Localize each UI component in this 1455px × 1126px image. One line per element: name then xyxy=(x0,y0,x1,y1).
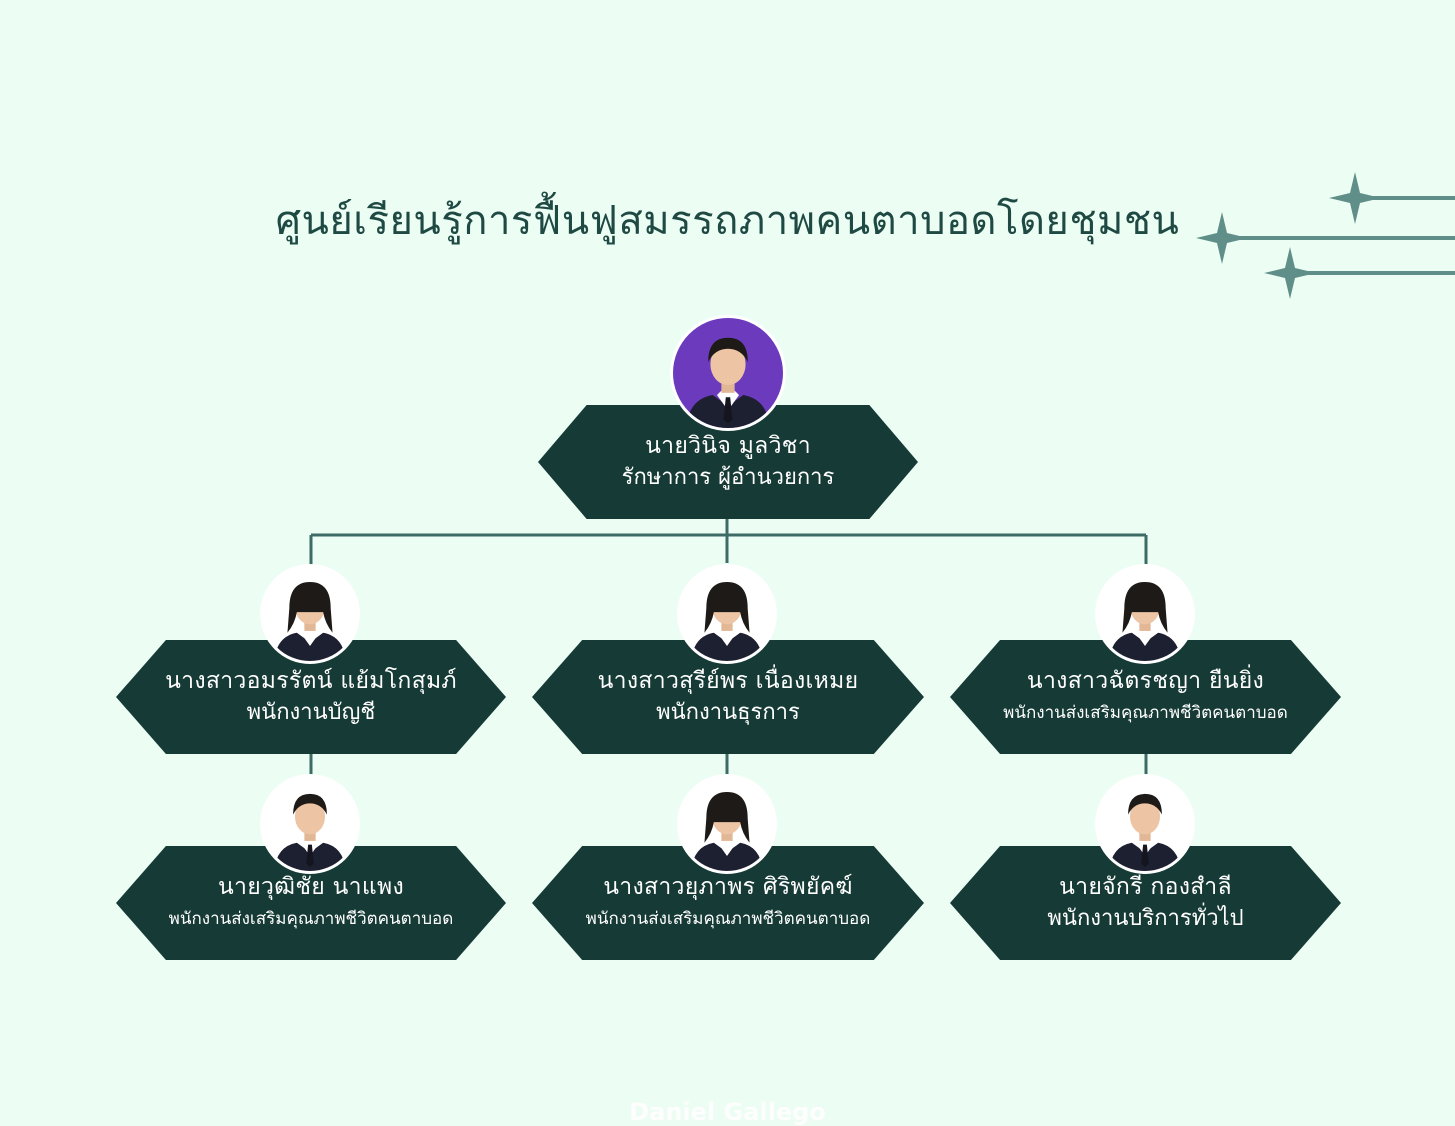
person-name: นายวินิจ มูลวิชา xyxy=(645,433,811,459)
person-name: นายวุฒิชัย นาแพง xyxy=(218,874,404,900)
person-name: นายจักรี กองสำลี xyxy=(1059,874,1232,900)
person-role: พนักงานส่งเสริมคุณภาพชีวิตคนตาบอด xyxy=(585,909,871,929)
avatar-photo xyxy=(680,777,774,871)
page-title: ศูนย์เรียนรู้การฟื้นฟูสมรรถภาพคนตาบอดโดย… xyxy=(275,198,1180,244)
avatar-photo xyxy=(1098,567,1192,661)
person-name: นางสาวฉัตรชญา ยืนยิ่ง xyxy=(1026,668,1265,694)
avatar-photo xyxy=(263,777,357,871)
person-role: รักษาการ ผู้อำนวยการ xyxy=(621,465,835,490)
person-role: พนักงานส่งเสริมคุณภาพชีวิตคนตาบอด xyxy=(168,909,454,929)
person-name: นางสาวอมรรัตน์ แย้มโกสุมภ์ xyxy=(165,668,457,694)
person-name: นางสาวสุรีย์พร เนื่องเหมย xyxy=(597,668,859,694)
person-name: นางสาวยุภาพร ศิริพยัคฆ์ xyxy=(603,874,853,900)
sparkle-icon xyxy=(1329,172,1381,224)
sparkle-icon xyxy=(1264,247,1316,299)
avatar-photo xyxy=(263,567,357,661)
person-role: พนักงานบริการทั่วไป xyxy=(1047,906,1244,931)
person-role: พนักงานบัญชี xyxy=(246,700,376,725)
watermark-text: Daniel Gallego xyxy=(629,1098,826,1126)
avatar-photo xyxy=(680,567,774,661)
org-node-card: นางสาวอมรรัตน์ แย้มโกสุมภ์พนักงานบัญชี xyxy=(116,640,506,754)
person-role: พนักงานธุรการ xyxy=(656,700,800,725)
avatar-photo xyxy=(1098,777,1192,871)
org-node-card: นายวินิจ มูลวิชารักษาการ ผู้อำนวยการ xyxy=(538,405,918,519)
sparkle-icon xyxy=(1196,212,1248,264)
avatar-photo-director xyxy=(673,318,783,428)
person-role: พนักงานส่งเสริมคุณภาพชีวิตคนตาบอด xyxy=(1003,703,1288,723)
